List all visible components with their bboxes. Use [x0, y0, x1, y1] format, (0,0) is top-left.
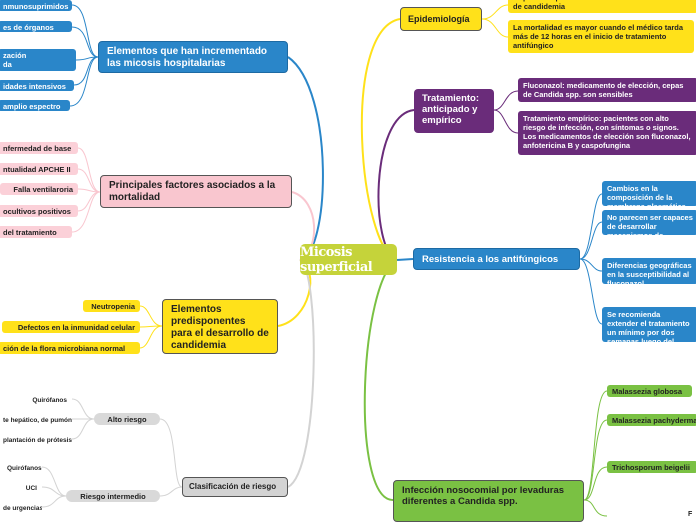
mid-risk-item[interactable]: de urgencias — [3, 505, 42, 512]
nosocomial-item[interactable]: Malassezia globosa — [607, 385, 692, 397]
epidemiology-topic[interactable]: Epidemiología — [400, 7, 482, 31]
candidemia-item[interactable]: ción de la flora microbiana normal — [0, 342, 140, 354]
nosocomial-item[interactable]: Malassezia pachydermatis — [607, 414, 696, 426]
hospital-item[interactable]: idades intensivos — [0, 80, 74, 91]
mortality-item[interactable]: nfermedad de base — [0, 142, 78, 154]
hospital-item-line: zación — [3, 51, 27, 60]
candidemia-item[interactable]: Defectos en la inmunidad celular — [2, 321, 140, 333]
resistance-item[interactable]: No parecen ser capaces de desarrollar me… — [602, 210, 696, 235]
candidemia-item[interactable]: Neutropenia — [83, 300, 140, 312]
high-risk-node[interactable]: Alto riesgo — [94, 413, 160, 425]
epidemiology-item[interactable]: tropicalis representan el 95 % de todos … — [508, 0, 696, 13]
mortality-item[interactable]: ntualidad APCHE II — [0, 163, 78, 175]
epidemiology-item[interactable]: La mortalidad es mayor cuando el médico … — [508, 20, 694, 53]
treatment-topic[interactable]: Tratamiento: anticipado y empírico — [414, 89, 494, 133]
risk-classification-topic[interactable]: Clasificación de riesgo — [182, 477, 288, 497]
nosocomial-item[interactable]: F — [688, 511, 693, 518]
resistance-item[interactable]: Se recomienda extender el tratamiento un… — [602, 307, 696, 342]
mortality-factors-topic[interactable]: Principales factores asociados a la mort… — [100, 175, 292, 208]
antifungal-resistance-topic[interactable]: Resistencia a los antifúngicos — [413, 248, 580, 270]
central-topic[interactable]: Micosis superficial — [300, 244, 397, 275]
hospital-item-line: da — [3, 60, 12, 69]
high-risk-item[interactable]: plantación de prótesis — [3, 437, 72, 444]
nosocomial-item[interactable]: Trichosporum beigelii — [607, 461, 696, 473]
mid-risk-item[interactable]: Quirófanos — [7, 465, 42, 472]
nosocomial-infection-topic[interactable]: Infección nosocomial por levaduras difer… — [393, 480, 584, 522]
treatment-item[interactable]: Fluconazol: medicamento de elección, cep… — [518, 78, 696, 102]
hospital-item[interactable]: es de órganos — [0, 21, 72, 32]
resistance-item[interactable]: Cambios en la composición de la membrana… — [602, 181, 696, 206]
high-risk-item[interactable]: Quirófanos — [32, 397, 67, 404]
hospital-mycosis-topic[interactable]: Elementos que han incrementado las micos… — [98, 41, 288, 73]
mortality-item[interactable]: del tratamiento — [0, 226, 72, 238]
candidemia-factors-topic[interactable]: Elementos predisponentes para el desarro… — [162, 299, 278, 354]
hospital-item[interactable]: nmunosuprimidos — [0, 0, 72, 11]
mid-risk-item[interactable]: UCI — [25, 485, 37, 492]
resistance-item[interactable]: Diferencias geográficas en la susceptibi… — [602, 258, 696, 284]
hospital-item[interactable]: amplio espectro — [0, 100, 70, 111]
high-risk-item[interactable]: te hepático, de pumón — [3, 417, 72, 424]
mortality-item[interactable]: ocultivos positivos — [0, 205, 78, 217]
mid-risk-node[interactable]: Riesgo intermedio — [66, 490, 160, 502]
treatment-item[interactable]: Tratamiento empírico: pacientes con alto… — [518, 111, 696, 155]
mortality-item[interactable]: Falla ventilaroria — [0, 183, 78, 195]
